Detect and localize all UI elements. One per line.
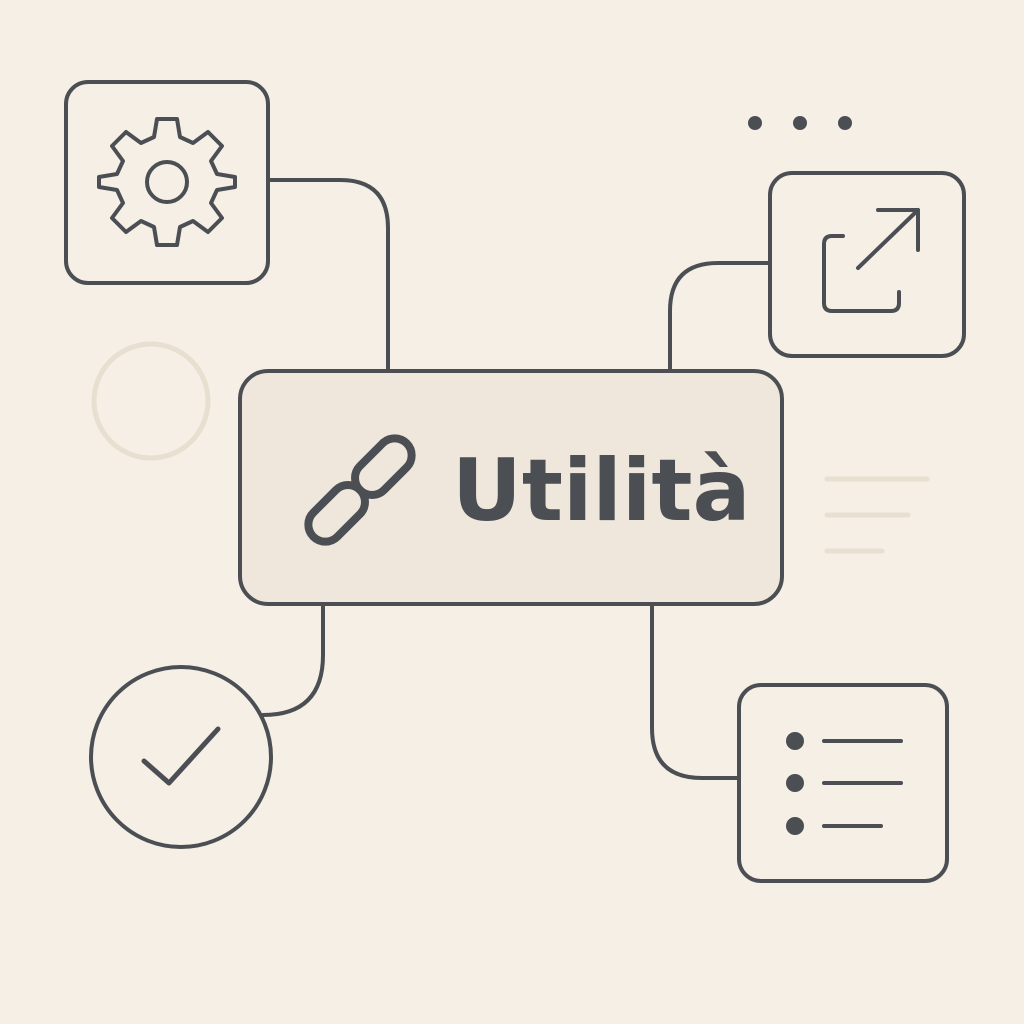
check-node[interactable] bbox=[89, 665, 273, 849]
connector-open-external bbox=[668, 261, 772, 374]
link-icon bbox=[304, 434, 416, 546]
external-link-icon bbox=[822, 208, 920, 313]
check-icon bbox=[141, 726, 221, 786]
center-label: Utilità bbox=[452, 441, 751, 541]
gear-icon bbox=[97, 117, 237, 247]
ellipsis-icon[interactable] bbox=[748, 116, 852, 130]
center-node[interactable]: Utilità bbox=[238, 369, 784, 606]
open-external-node[interactable] bbox=[768, 171, 966, 358]
list-icon bbox=[786, 732, 903, 835]
connector-check bbox=[261, 603, 325, 717]
list-node[interactable] bbox=[737, 683, 949, 883]
decorative-circle bbox=[91, 341, 211, 461]
settings-node[interactable] bbox=[64, 80, 270, 285]
connector-list bbox=[650, 603, 741, 780]
decorative-lines bbox=[824, 476, 930, 554]
connectors bbox=[261, 178, 772, 780]
connector-settings bbox=[266, 178, 390, 374]
